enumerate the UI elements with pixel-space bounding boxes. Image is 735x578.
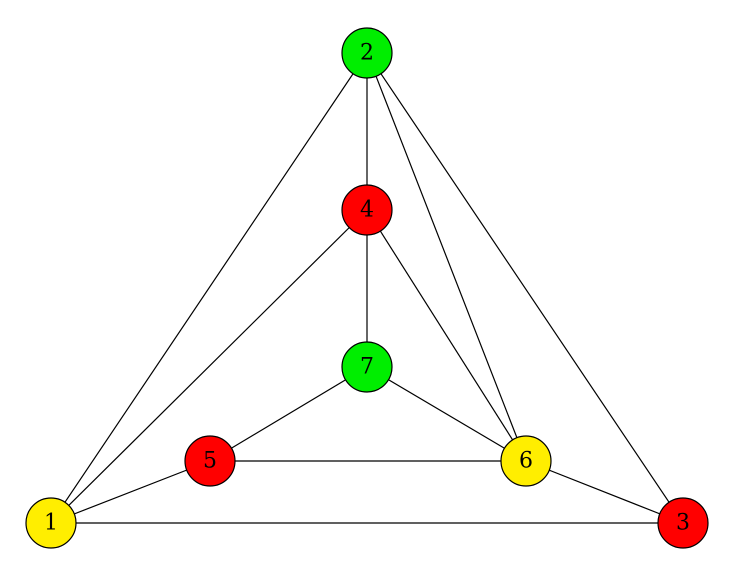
- node-1: 1: [25, 497, 77, 549]
- edge-5-7: [209, 366, 368, 462]
- edge-2-6: [366, 52, 527, 462]
- node-label-7: 7: [360, 355, 374, 380]
- edge-1-4: [50, 209, 368, 524]
- node-circle-5: [184, 435, 236, 487]
- node-label-1: 1: [44, 511, 58, 536]
- edge-1-5: [50, 460, 211, 524]
- node-circle-1: [25, 497, 77, 549]
- node-circle-6: [500, 435, 552, 487]
- node-7: 7: [341, 341, 393, 393]
- node-circle-4: [341, 184, 393, 236]
- edge-3-6: [525, 460, 684, 524]
- node-circle-2: [341, 27, 393, 79]
- node-circle-3: [657, 497, 709, 549]
- node-2: 2: [341, 27, 393, 79]
- edge-1-2: [50, 52, 368, 524]
- node-4: 4: [341, 184, 393, 236]
- nodes-layer: 1 2 3 4 5 6 7: [25, 27, 709, 549]
- edges-layer: [50, 52, 684, 524]
- node-5: 5: [184, 435, 236, 487]
- edge-4-6: [366, 209, 527, 462]
- node-6: 6: [500, 435, 552, 487]
- node-circle-7: [341, 341, 393, 393]
- node-label-2: 2: [360, 41, 374, 66]
- node-label-3: 3: [676, 511, 690, 536]
- node-label-6: 6: [519, 449, 533, 474]
- edge-2-3: [366, 52, 684, 524]
- edge-6-7: [366, 366, 527, 462]
- node-label-4: 4: [360, 198, 374, 223]
- node-3: 3: [657, 497, 709, 549]
- node-label-5: 5: [203, 449, 217, 474]
